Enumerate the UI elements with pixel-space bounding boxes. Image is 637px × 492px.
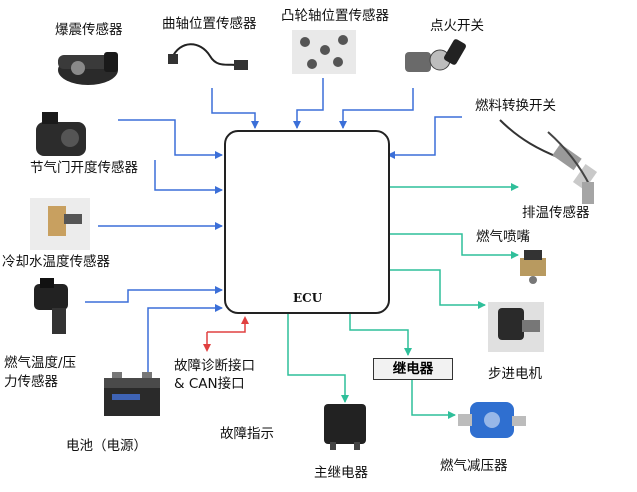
label-battery: 电池（电源） bbox=[66, 438, 147, 454]
ecu-label: ECU bbox=[293, 291, 323, 305]
arrow-gas-reducer bbox=[411, 380, 456, 419]
relay-box: 继电器 bbox=[373, 358, 453, 380]
throttle-sensor-image bbox=[36, 112, 86, 156]
label-ignition-switch: 点火开关 bbox=[430, 18, 484, 34]
label-exhaust-temp-sensor: 排温传感器 bbox=[522, 205, 590, 221]
arrow-throttle-sensor bbox=[154, 160, 223, 194]
label-main-relay: 主继电器 bbox=[314, 465, 368, 481]
arrow-crank-sensor bbox=[211, 88, 259, 129]
label-diag-port-line2: & CAN接口 bbox=[174, 376, 245, 392]
label-gas-temp-pressure-line2: 力传感器 bbox=[4, 374, 58, 390]
output-arrows bbox=[287, 183, 519, 419]
battery-image bbox=[104, 372, 160, 416]
exhaust-temp-sensor-image bbox=[547, 131, 594, 204]
label-crank-sensor: 曲轴位置传感器 bbox=[162, 16, 257, 32]
label-gas-reducer: 燃气减压器 bbox=[440, 458, 508, 474]
label-throttle-sensor: 节气门开度传感器 bbox=[30, 160, 138, 176]
gas-reducer-image bbox=[458, 402, 526, 438]
label-fuel-switch: 燃料转换开关 bbox=[475, 98, 556, 114]
arrow-stepper-motor bbox=[388, 269, 486, 309]
stepper-motor-image bbox=[488, 302, 544, 352]
input-arrows bbox=[85, 78, 462, 378]
arrow-cam-sensor bbox=[293, 78, 324, 129]
label-gas-temp-pressure-line1: 燃气温度/压 bbox=[4, 355, 77, 371]
fuel-switch-image bbox=[499, 119, 598, 191]
main-relay-image bbox=[324, 404, 366, 450]
diag-arrow bbox=[203, 316, 249, 352]
gas-temp-sensor-image bbox=[34, 278, 68, 334]
ecu-frame bbox=[224, 130, 390, 314]
label-knock-sensor: 爆震传感器 bbox=[55, 22, 123, 38]
arrow-battery bbox=[147, 304, 223, 378]
crank-sensor-image bbox=[168, 43, 248, 70]
coolant-sensor-image bbox=[30, 198, 90, 250]
label-cam-sensor: 凸轮轴位置传感器 bbox=[281, 8, 389, 24]
label-fault-indicator: 故障指示 bbox=[220, 426, 274, 442]
arrow-ignition-switch bbox=[339, 88, 414, 129]
cam-sensor-image bbox=[292, 30, 356, 74]
knock-sensor-image bbox=[58, 52, 118, 85]
arrow-knock-sensor bbox=[118, 119, 223, 159]
arrow-gas-injector bbox=[388, 233, 519, 259]
label-diag-port-line1: 故障诊断接口 bbox=[174, 358, 255, 374]
arrow-relay bbox=[349, 310, 412, 356]
gas-injector-image bbox=[520, 250, 546, 284]
arrow-fuel-switch bbox=[387, 116, 462, 159]
arrow-main-relay bbox=[287, 310, 349, 403]
label-coolant-sensor: 冷却水温度传感器 bbox=[2, 254, 110, 270]
label-gas-injector: 燃气喷嘴 bbox=[476, 229, 530, 245]
arrow-gas-temp-sensor bbox=[85, 286, 223, 303]
label-stepper-motor: 步进电机 bbox=[488, 366, 542, 382]
ignition-switch-image bbox=[405, 39, 466, 72]
